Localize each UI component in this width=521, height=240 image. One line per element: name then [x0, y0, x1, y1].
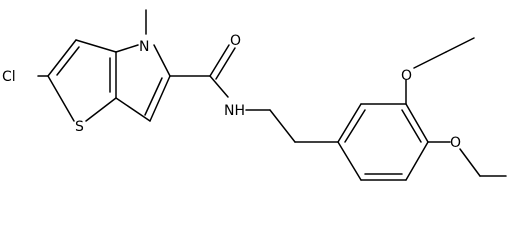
atom-label-s: S: [75, 119, 84, 135]
bond-ring-1: [337, 141, 362, 181]
atom-label-o-ethoxy-bottom: O: [450, 135, 461, 151]
atom-label-o-ethoxy-top: O: [401, 68, 412, 84]
atom-labels: Cl S N O NH O O: [2, 33, 461, 151]
bond-carbonyl-o-1: [209, 44, 230, 77]
atom-label-n-methyl: N: [139, 39, 149, 55]
atom-label-nh: NH: [224, 103, 245, 119]
bond-c3-c2: [47, 39, 77, 77]
bond-c5-c6-inner: [144, 77, 163, 116]
bond-ring-4: [405, 103, 429, 143]
bond-carbonyl-nh: [209, 75, 229, 98]
bond-c2-s: [47, 75, 75, 122]
bond-o-top-ch2: [413, 51, 447, 69]
bond-c3-c2-inner: [56, 46, 80, 76]
bond-o-bottom-ch2: [459, 148, 481, 177]
bond-ring-3: [405, 141, 429, 181]
bond-c3a-c3: [75, 39, 117, 53]
atom-label-o-carbonyl: O: [230, 33, 241, 49]
bond-ch2-ch3-top: [445, 37, 475, 53]
bond-ring-6: [337, 103, 362, 143]
bond-n4-c5: [153, 44, 171, 77]
bond-c6-c6a: [115, 97, 151, 122]
structure-diagram: Cl S N O NH O O: [2, 9, 507, 181]
bond-c3a-n4: [115, 44, 139, 53]
bond-lines: [37, 9, 507, 181]
bond-ch2-ch2: [269, 109, 296, 143]
bond-c5-c6: [149, 75, 171, 122]
atom-label-cl: Cl: [2, 69, 16, 85]
bond-s-c6a: [85, 97, 117, 122]
bond-ring-6-inner: [344, 109, 366, 143]
bond-carbonyl-o-2: [215, 47, 236, 80]
bond-ring-4-inner: [401, 109, 422, 143]
